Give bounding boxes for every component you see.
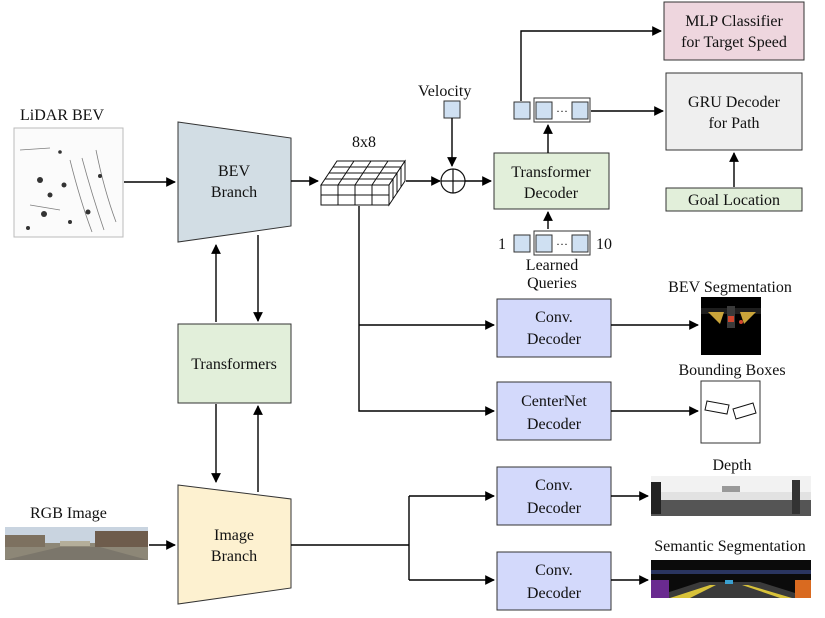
centernet-line2: Decoder xyxy=(527,416,582,433)
bev-seg-label: BEV Segmentation xyxy=(668,279,792,296)
output-ellipsis: ··· xyxy=(556,104,568,118)
bounding-boxes-image xyxy=(700,380,761,444)
depth-label: Depth xyxy=(712,457,751,474)
transformers-block xyxy=(177,323,292,404)
transformer-decoder-block xyxy=(493,152,610,210)
bev-seg-image xyxy=(701,297,761,355)
gru-line2: for Path xyxy=(708,115,759,132)
velocity-label: Velocity xyxy=(418,83,471,100)
query-start-label: 1 xyxy=(498,236,506,253)
centernet-line1: CenterNet xyxy=(521,393,587,410)
learned-queries-line1: Learned xyxy=(526,257,578,274)
bev-branch-line1: BEV xyxy=(218,163,250,180)
gru-decoder-block xyxy=(665,72,803,151)
conv-decoder-sem-block xyxy=(496,551,612,611)
conv-decoder-depth-line1: Conv. xyxy=(535,477,573,494)
image-branch-block xyxy=(177,484,292,605)
lidar-label: LiDAR BEV xyxy=(20,107,104,124)
conv-decoder-sem-line1: Conv. xyxy=(535,562,573,579)
image-branch-line1: Image xyxy=(214,527,254,544)
conv-decoder-sem-line2: Decoder xyxy=(527,585,582,602)
gru-line1: GRU Decoder xyxy=(688,94,781,111)
depth-image xyxy=(651,476,811,516)
lidar-bev-image xyxy=(13,127,124,238)
velocity-token xyxy=(443,100,461,119)
mlp-classifier-block xyxy=(663,1,805,61)
query-tokens xyxy=(513,230,591,256)
conv-decoder-bev-block xyxy=(496,298,612,358)
sem-seg-label: Semantic Segmentation xyxy=(654,538,806,555)
learned-queries-line2: Queries xyxy=(527,275,577,292)
image-branch-line2: Branch xyxy=(211,548,257,565)
centernet-decoder-block xyxy=(496,381,612,441)
mlp-line2: for Target Speed xyxy=(681,34,787,51)
semantic-seg-image xyxy=(651,560,811,598)
conv-decoder-bev-line1: Conv. xyxy=(535,309,573,326)
rgb-label: RGB Image xyxy=(30,505,107,522)
grid-label: 8x8 xyxy=(352,134,376,151)
transformers-label: Transformers xyxy=(191,356,277,373)
feature-grid xyxy=(320,159,406,207)
conv-decoder-depth-line2: Decoder xyxy=(527,500,582,517)
output-tokens xyxy=(513,97,591,123)
query-ellipsis: ··· xyxy=(556,237,568,251)
sum-node xyxy=(440,168,466,194)
bev-branch-block xyxy=(177,121,292,243)
transformer-decoder-line2: Decoder xyxy=(524,185,579,202)
rgb-image xyxy=(5,527,148,560)
bev-branch-line2: Branch xyxy=(211,184,257,201)
transformer-decoder-line1: Transformer xyxy=(511,164,591,181)
conv-decoder-depth-block xyxy=(496,466,612,526)
goal-location-block xyxy=(665,187,803,212)
bboxes-label: Bounding Boxes xyxy=(678,362,785,379)
goal-location-label: Goal Location xyxy=(688,192,780,209)
query-end-label: 10 xyxy=(596,236,612,253)
conv-decoder-bev-line2: Decoder xyxy=(527,331,582,348)
connections xyxy=(124,26,739,585)
mlp-line1: MLP Classifier xyxy=(685,13,783,30)
